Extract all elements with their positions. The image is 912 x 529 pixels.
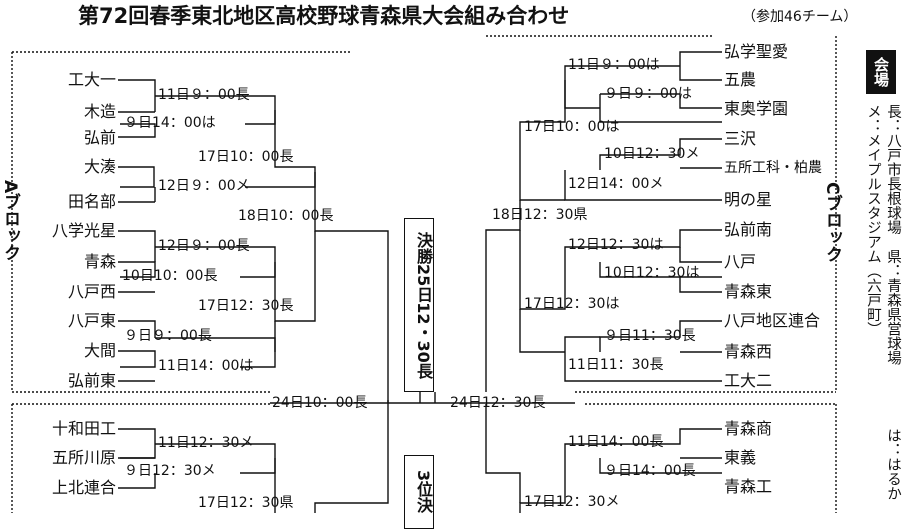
a-match-5: 18日10：00長 (238, 208, 334, 224)
venue-line-3: は：はるか (885, 428, 901, 501)
b-team-1: 十和田工 (51, 419, 116, 438)
venue-line-2: メ：メイプルスタジアム（六戸町） (865, 104, 881, 336)
d-match-1: 11日14：00長 (568, 434, 664, 450)
a-team-11: 弘前東 (67, 371, 116, 390)
c-match-10: ９日11：30長 (604, 328, 696, 344)
b-match-2: ９日12：30メ (124, 463, 216, 479)
semi-right: 24日12：30長 (450, 395, 546, 411)
c-team-6: 明の星 (724, 190, 773, 209)
a-match-7: 10日10：00長 (122, 268, 218, 284)
c-match-11: 11日11：30長 (568, 357, 664, 373)
b-team-2: 五所川原 (51, 448, 116, 467)
b-match-1: 11日12：30メ (158, 435, 254, 451)
a-team-2: 木造 (83, 102, 116, 121)
c-team-1: 弘学聖愛 (724, 42, 789, 61)
final-box: 決勝25日12・30長 (404, 218, 434, 392)
c-match-3: 17日10：00は (524, 119, 620, 135)
a-match-6: 12日９：00長 (158, 238, 250, 254)
c-team-5: 五所工科・柏農 (724, 160, 822, 176)
page-title: 第72回春季東北地区高校野球青森県大会組み合わせ (78, 4, 570, 28)
c-match-9: 17日12：30は (524, 296, 620, 312)
a-match-9: ９日９：00長 (124, 328, 212, 344)
c-team-12: 工大二 (724, 371, 773, 390)
d-team-3: 青森工 (724, 477, 773, 496)
venue-line-1: 長：八戸市長根球場 県：青森県営球場 (885, 104, 901, 365)
c-team-7: 弘前南 (724, 220, 773, 239)
a-match-10: 11日14：00は (158, 358, 254, 374)
third-place-box: 3位決 (404, 455, 434, 529)
participant-count: （参加46チーム） (742, 9, 858, 25)
a-match-3: 17日10：00長 (198, 149, 294, 165)
bracket-lines (11, 35, 837, 513)
a-team-1: 工大一 (67, 70, 116, 89)
semi-left: 24日10：00長 (272, 395, 368, 411)
a-match-2: ９日14：00は (124, 115, 216, 131)
d-match-3: 17日12：30メ (524, 494, 620, 510)
a-team-9: 八戸東 (67, 311, 116, 330)
a-team-5: 田名部 (67, 192, 116, 211)
c-team-2: 五農 (724, 70, 757, 89)
d-team-1: 青森商 (724, 419, 773, 438)
venue-heading: 会場 (866, 50, 896, 94)
a-team-3: 弘前 (83, 128, 116, 147)
c-match-8: 10日12：30は (604, 265, 700, 281)
d-team-2: 東義 (724, 448, 757, 467)
a-match-8: 17日12：30長 (198, 298, 294, 314)
a-team-6: 八学光星 (51, 221, 116, 240)
c-match-4: 10日12：30メ (604, 146, 700, 162)
a-match-4: 12日９：00メ (158, 178, 250, 194)
d-match-2: ９日14：00長 (604, 463, 696, 479)
c-block-label: Cブロック (822, 182, 842, 263)
c-match-7: 12日12：30は (568, 237, 664, 253)
a-team-4: 大湊 (83, 157, 116, 176)
c-team-4: 三沢 (724, 129, 757, 148)
b-team-3: 上北連合 (51, 478, 116, 497)
c-team-3: 東奥学園 (724, 99, 789, 118)
c-match-2: ９日９：00は (604, 86, 692, 102)
a-team-7: 青森 (83, 252, 116, 271)
b-match-3: 17日12：30県 (198, 495, 294, 511)
c-match-1: 11日９：00は (568, 57, 660, 73)
a-block-label: Aブロック (0, 180, 20, 262)
a-team-8: 八戸西 (67, 282, 116, 301)
a-team-10: 大間 (83, 341, 116, 360)
c-match-5: 12日14：00メ (568, 176, 664, 192)
a-match-1: 11日９：00長 (158, 87, 250, 103)
c-team-10: 八戸地区連合 (724, 311, 821, 330)
c-team-9: 青森東 (724, 282, 773, 301)
c-team-8: 八戸 (724, 252, 757, 271)
c-team-11: 青森西 (724, 342, 773, 361)
c-match-6: 18日12：30県 (492, 207, 588, 223)
